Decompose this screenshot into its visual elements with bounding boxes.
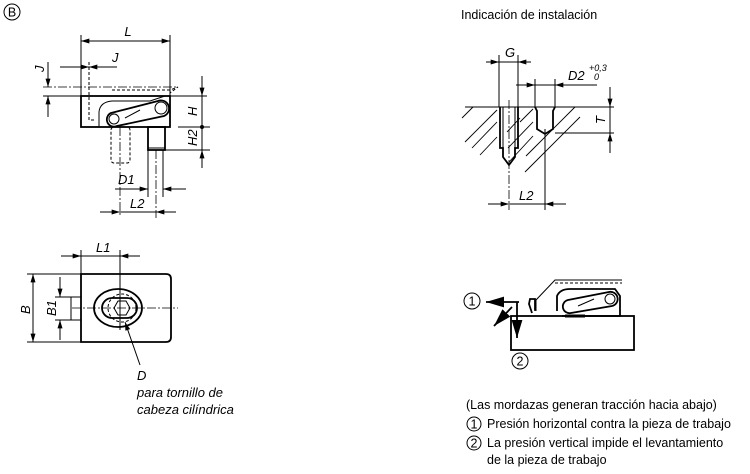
dim-h2-label: H2	[185, 129, 200, 146]
dim-b1-label: B1	[44, 300, 59, 316]
workpiece	[510, 315, 635, 351]
dim-d1-label: D1	[118, 172, 135, 187]
dim-d2-tol-upper: +0,3	[589, 63, 607, 73]
dim-j-horizontal-label: J	[111, 50, 119, 65]
legend-item-1: 1 Presión horizontal contra la pieza de …	[466, 416, 731, 432]
force-marker-2: 2	[511, 352, 529, 370]
dim-l1-label: L1	[96, 240, 110, 255]
force-marker-2-label: 2	[517, 355, 524, 369]
legend-item-1-text: Presión horizontal contra la pieza de tr…	[487, 417, 731, 431]
dim-l2-install-label: L2	[519, 188, 534, 203]
legend-intro: (Las mordazas generan tracción hacia aba…	[466, 398, 717, 412]
dim-l2-label: L2	[130, 196, 145, 211]
dim-d2-tol-lower: 0	[594, 72, 599, 82]
dim-j-vertical-label: J	[32, 65, 47, 73]
dim-t-label: T	[593, 115, 608, 124]
installation-title: Indicación de instalación	[461, 8, 597, 22]
view-marker-label: B	[8, 6, 16, 20]
installation-view: Indicación de instalación G	[461, 8, 614, 210]
legend-item-2: 2 La presión vertical impide el levantam…	[466, 435, 723, 467]
side-view: L J J H H2	[32, 24, 210, 218]
dim-h-label: H	[185, 106, 200, 116]
dim-b-label: B	[18, 305, 33, 314]
dim-d2-label: D2	[568, 68, 585, 83]
legend: (Las mordazas generan tracción hacia aba…	[466, 398, 731, 467]
screw-note-line1: para tornillo de	[136, 385, 223, 400]
force-marker-1-label: 1	[469, 295, 476, 309]
dim-d-label: D	[137, 368, 146, 383]
dim-g-label: G	[505, 45, 515, 60]
force-diagram: 1 2	[463, 279, 635, 370]
legend-item-1-number: 1	[471, 418, 478, 432]
view-marker-b: B	[3, 3, 21, 21]
legend-item-2-text: La presión vertical impide el levantamie…	[487, 436, 723, 450]
force-marker-1: 1	[463, 292, 481, 310]
legend-item-2-number: 2	[471, 437, 478, 451]
top-view: L1 B B1 D para tornillo de cabeza cilínd…	[18, 240, 234, 417]
dim-l-label: L	[124, 24, 131, 39]
legend-item-2-text-line2: de la pieza de trabajo	[487, 453, 607, 467]
screw-note-line2: cabeza cilíndrica	[137, 402, 234, 417]
